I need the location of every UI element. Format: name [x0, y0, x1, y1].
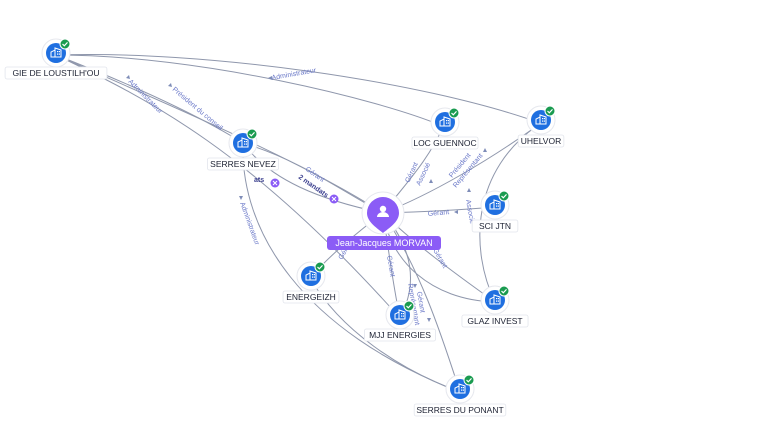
- company-label-background: [363, 328, 436, 342]
- edge-label: Gérant: [415, 291, 426, 313]
- building-icon: [439, 116, 451, 127]
- company-label-background: [282, 290, 340, 304]
- company-node-serres-nevez[interactable]: SERRES NEVEZ: [206, 128, 279, 171]
- edge-label: Gérant: [431, 248, 448, 270]
- verified-check-icon: [314, 261, 326, 273]
- company-label: GIE DE LOUSTILH'OU: [12, 68, 99, 78]
- edge-serres-nevez-person-2[interactable]: [242, 142, 384, 214]
- company-node-loc-guennoc[interactable]: LOC GUENNOC: [411, 107, 479, 150]
- company-label: ENERGEIZH: [286, 292, 336, 302]
- person-node[interactable]: Jean-Jacques MORVAN: [327, 191, 441, 250]
- arrow-marker: [467, 188, 471, 192]
- person-name: Jean-Jacques MORVAN: [335, 238, 432, 248]
- company-label-background: [4, 66, 108, 80]
- company-nodes: GIE DE LOUSTILH'OU SERRES NEVEZ LOC GUENNO…: [4, 38, 565, 417]
- edge-label: Gérant: [428, 209, 450, 218]
- verified-check-icon: [544, 105, 556, 117]
- verified-check-icon: [498, 285, 510, 297]
- arrow-marker: [268, 76, 272, 80]
- company-node-energeizh[interactable]: ENERGEIZH: [282, 261, 340, 304]
- company-label: MJJ ENERGIES: [369, 330, 431, 340]
- company-node-glaz-invest[interactable]: GLAZ INVEST: [461, 285, 529, 328]
- company-label-background: [411, 136, 479, 150]
- verified-check-icon: [246, 128, 258, 140]
- building-icon: [489, 294, 501, 305]
- building-icon: [237, 137, 249, 148]
- edge-serres-nevez-serres-du-ponant[interactable]: [242, 142, 461, 393]
- arrow-marker: [413, 284, 417, 288]
- building-icon: [489, 199, 501, 210]
- close-badge-icon[interactable]: [270, 178, 280, 188]
- edge-label: ats: [254, 177, 264, 184]
- building-icon: [394, 309, 406, 320]
- company-label: LOC GUENNOC: [413, 138, 476, 148]
- building-icon: [50, 47, 62, 58]
- edge-label: Administrateur: [127, 78, 164, 115]
- company-label-background: [461, 314, 529, 328]
- verified-check-icon: [463, 374, 475, 386]
- verified-check-icon: [403, 300, 415, 312]
- building-icon: [305, 270, 317, 281]
- company-label-background: [471, 219, 519, 233]
- arrow-marker: [168, 83, 172, 87]
- edge-gie-loc-guennoc[interactable]: [55, 54, 441, 126]
- verified-check-icon: [59, 38, 71, 50]
- edge-gie-uhelvor[interactable]: [55, 53, 541, 124]
- company-label: SCI JTN: [479, 221, 511, 231]
- building-icon: [454, 383, 466, 394]
- close-badge-icon[interactable]: [329, 194, 339, 204]
- verified-check-icon: [448, 107, 460, 119]
- edge-label: Gérant: [385, 255, 396, 277]
- edge-gie-serres-nevez[interactable]: [55, 54, 244, 144]
- verified-check-icon: [498, 190, 510, 202]
- company-label: GLAZ INVEST: [467, 316, 522, 326]
- arrow-marker: [126, 75, 130, 79]
- arrow-marker: [429, 179, 433, 183]
- building-icon: [535, 114, 547, 125]
- company-label: SERRES NEVEZ: [210, 159, 276, 169]
- arrow-marker: [483, 148, 487, 152]
- edge-serres-du-ponant-person[interactable]: [382, 212, 461, 393]
- company-node-uhelvor[interactable]: UHELVOR: [517, 105, 565, 148]
- company-node-sci-jtn[interactable]: SCI JTN: [471, 190, 519, 233]
- company-node-gie[interactable]: GIE DE LOUSTILH'OU: [4, 38, 108, 80]
- company-node-serres-du-ponant[interactable]: SERRES DU PONANT: [413, 374, 507, 417]
- arrow-marker: [427, 318, 431, 322]
- edge-label: Associé: [464, 199, 475, 224]
- arrow-marker: [239, 196, 243, 200]
- mandate-badges: [270, 178, 339, 204]
- company-label-background: [517, 134, 565, 148]
- edge-gie-mjj-energies[interactable]: [55, 54, 401, 319]
- arrow-marker: [454, 210, 458, 214]
- company-node-mjj-energies[interactable]: MJJ ENERGIES: [363, 300, 436, 342]
- person-icon: [377, 205, 389, 217]
- person-label-background: [327, 236, 441, 250]
- company-label-background: [413, 403, 507, 417]
- company-label-background: [206, 157, 279, 171]
- company-label: SERRES DU PONANT: [416, 405, 503, 415]
- edge-label: Administrateur: [238, 201, 260, 246]
- company-label: UHELVOR: [521, 136, 561, 146]
